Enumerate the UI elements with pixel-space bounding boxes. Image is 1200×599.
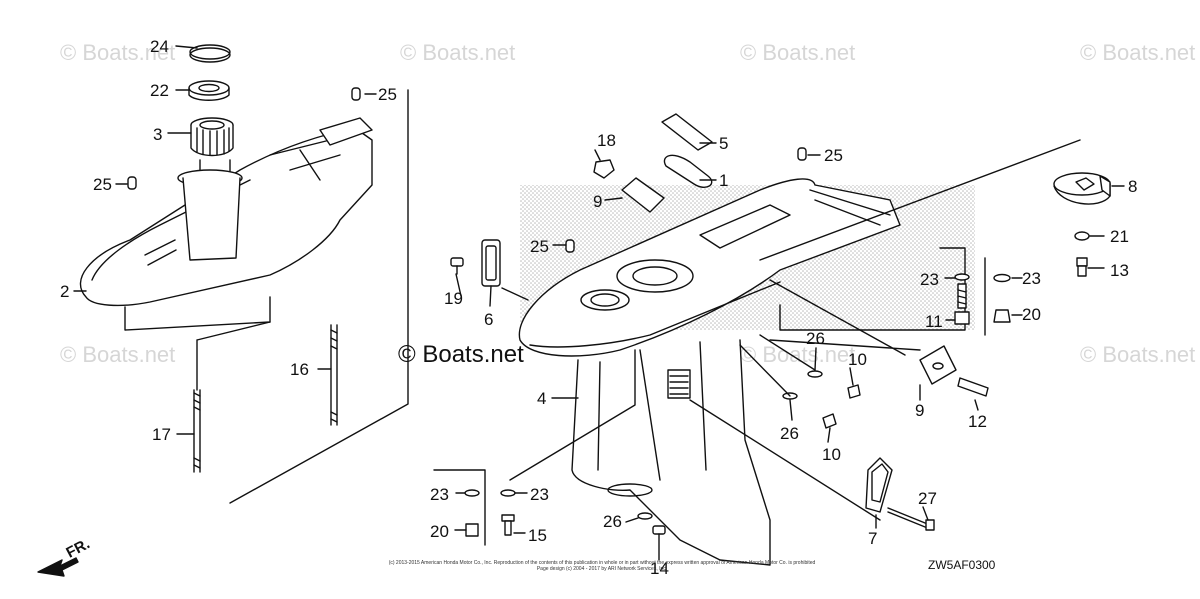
watermark: © Boats.net [740,342,856,367]
bolt-part [847,384,861,399]
stud-bolt-part [330,324,338,426]
callout-25: 25 [93,175,112,194]
callout-16: 16 [290,360,309,379]
diagram-code: ZW5AF0300 [928,558,996,572]
callout-11: 11 [925,312,943,331]
washer-part [500,489,516,497]
callout-22: 22 [150,81,169,100]
callout-18: 18 [597,131,616,150]
plate-part [919,345,957,385]
callout-17: 17 [152,425,171,444]
bolt-part [822,413,837,429]
dowel-pin-part [351,87,361,101]
bearing-part [190,117,234,157]
anode-part [865,457,893,513]
callout-23: 23 [1022,269,1041,288]
callout-9: 9 [593,192,603,211]
bolt-part [887,507,935,531]
callout-25: 25 [530,237,549,256]
snap-ring-part [189,44,231,60]
callout-12: 12 [968,412,987,431]
copyright-line: Page design (c) 2004 - 2017 by ARI Netwo… [536,566,668,572]
stud-bolt-part [193,389,201,473]
callout-7: 7 [868,529,878,548]
callout-15: 15 [528,526,547,545]
callout-20: 20 [1022,305,1041,324]
gear-case-part [518,178,901,566]
watermark: © Boats.net [60,342,176,367]
nut-part [993,309,1011,323]
nut-part [593,159,615,179]
washer-part [464,489,480,497]
callout-9: 9 [915,401,925,420]
callout-6: 6 [484,310,494,329]
watermark: © Boats.net [740,40,856,65]
callout-24: 24 [150,37,169,56]
dowel-pin-part [127,176,137,190]
nut-part [465,523,479,537]
washer-part [954,273,970,281]
callout-10: 10 [848,350,867,369]
callout-23: 23 [920,270,939,289]
screw-part [450,257,464,275]
bolt-part [501,514,515,536]
extension-case-part [79,89,409,504]
grommet-part [663,154,713,188]
callout-25: 25 [824,146,843,165]
callout-27: 27 [918,489,937,508]
callout-8: 8 [1128,177,1138,196]
seal-part [188,80,230,96]
callout-19: 19 [444,289,463,308]
dowel-pin-part [797,147,807,161]
callout-10: 10 [822,445,841,464]
front-arrow-icon [37,557,79,577]
plate-part [621,177,665,213]
callout-25: 25 [378,85,397,104]
bolt-part [957,377,989,397]
bolt-part [954,283,970,325]
watermark: © Boats.net [1080,342,1196,367]
washer-part [807,370,823,378]
copyright-line: (c) 2013-2015 American Honda Motor Co., … [388,560,816,566]
anode-cap-part [1053,172,1111,205]
copyright-notice: (c) 2013-2015 American Honda Motor Co., … [332,560,872,572]
callout-20: 20 [430,522,449,541]
callout-23: 23 [430,485,449,504]
washer-part [1074,231,1090,241]
callout-26: 26 [806,329,825,348]
callout-3: 3 [153,125,163,144]
center-watermark: © Boats.net [398,341,524,368]
seal-rubber-part [661,113,713,151]
bolt-part [652,525,666,561]
callout-21: 21 [1110,227,1129,246]
dowel-pin-part [565,239,575,253]
anode-part [481,239,501,287]
callout-14: 14 [650,559,669,578]
callout-2: 2 [60,282,70,301]
watermark: © Boats.net [60,40,176,65]
callout-23: 23 [530,485,549,504]
washer-part [637,512,653,520]
callout-26: 26 [603,512,622,531]
bolt-part [1076,257,1088,277]
watermark: © Boats.net [1080,40,1196,65]
callout-4: 4 [537,389,547,408]
washer-part [993,273,1011,283]
watermark: © Boats.net [400,40,516,65]
callout-5: 5 [719,134,729,153]
callout-13: 13 [1110,261,1129,280]
callout-26: 26 [780,424,799,443]
callout-1: 1 [719,171,729,190]
